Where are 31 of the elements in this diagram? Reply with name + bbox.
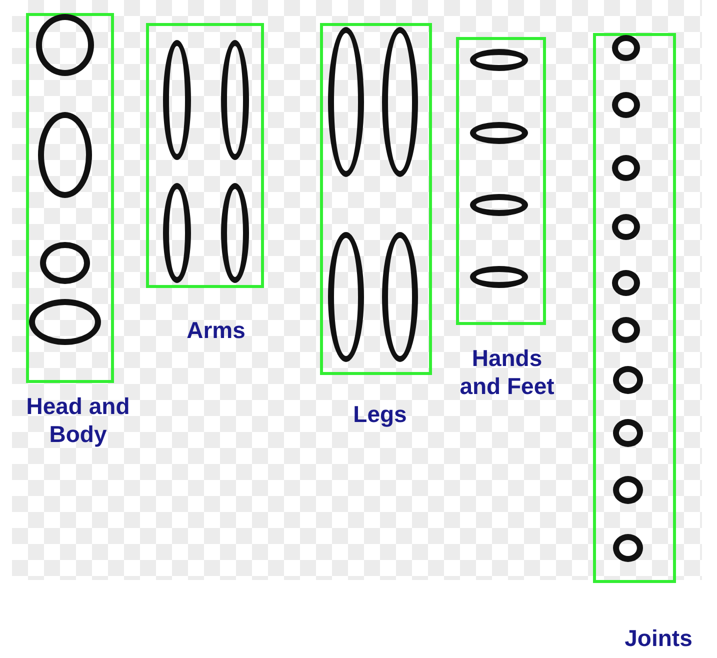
oval-outline — [221, 183, 249, 283]
group-label: Legs — [352, 400, 408, 428]
oval-outline — [470, 266, 528, 288]
oval-outline — [382, 232, 418, 362]
oval-outline — [29, 299, 101, 345]
oval-outline — [38, 112, 92, 198]
oval-outline — [328, 232, 364, 362]
group-label: Arms — [186, 316, 246, 344]
oval-outline — [612, 214, 640, 240]
oval-outline — [612, 155, 640, 181]
oval-outline — [612, 270, 640, 296]
oval-outline — [613, 419, 643, 447]
group-label: Hands and Feet — [458, 344, 556, 400]
group-label: Head and Body — [25, 392, 131, 448]
oval-outline — [612, 317, 640, 343]
oval-outline — [221, 40, 249, 160]
oval-outline — [612, 35, 640, 61]
oval-outline — [612, 92, 640, 118]
oval-outline — [40, 242, 90, 284]
oval-outline — [613, 366, 643, 394]
oval-outline — [613, 534, 643, 562]
oval-outline — [470, 49, 528, 71]
oval-outline — [163, 183, 191, 283]
oval-outline — [328, 27, 364, 177]
oval-outline — [382, 27, 418, 177]
oval-outline — [163, 40, 191, 160]
oval-outline — [36, 14, 94, 76]
oval-outline — [613, 476, 643, 504]
oval-outline — [470, 194, 528, 216]
group-label: Joints — [624, 624, 694, 652]
oval-outline — [470, 122, 528, 144]
